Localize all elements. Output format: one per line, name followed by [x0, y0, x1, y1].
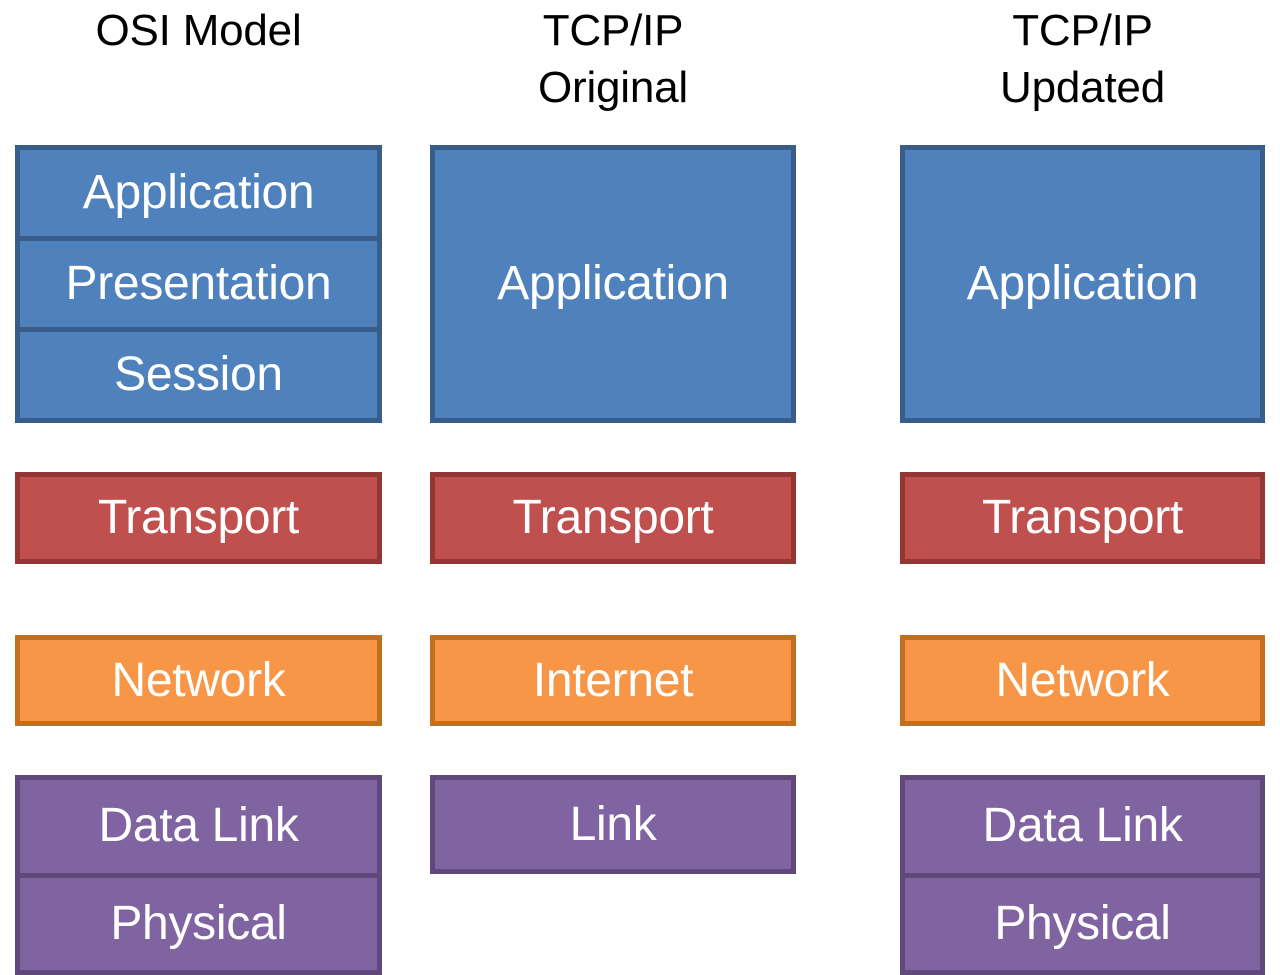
- layer-box-link[interactable]: Link: [569, 797, 657, 851]
- column-header-osi: OSI Model: [95, 6, 302, 55]
- osi-link-group[interactable]: Data Link Physical: [15, 775, 382, 975]
- osi-network-group[interactable]: Network: [15, 635, 382, 726]
- column-header-tcpip-updated: TCP/IP Updated: [1000, 6, 1165, 113]
- tcpip-updated-application-group[interactable]: Application: [900, 145, 1265, 423]
- tcpip-original-internet-group[interactable]: Internet: [430, 635, 796, 726]
- layer-box-application[interactable]: Application: [966, 257, 1199, 310]
- tcpip-original-link-group[interactable]: Link: [430, 775, 796, 874]
- tcpip-original-application-group[interactable]: Application: [430, 145, 796, 423]
- layer-box-internet[interactable]: Internet: [532, 653, 694, 707]
- layer-box-physical[interactable]: Physical: [905, 872, 1260, 971]
- column-header-tcpip-original: TCP/IP Original: [537, 6, 688, 113]
- layer-box-data-link[interactable]: Data Link: [982, 799, 1183, 853]
- osi-application-group[interactable]: Application Presentation Session: [15, 145, 382, 423]
- layer-box-session[interactable]: Session: [20, 327, 377, 418]
- layer-box-transport[interactable]: Transport: [982, 491, 1183, 544]
- tcpip-updated-transport-group[interactable]: Transport: [900, 472, 1265, 564]
- layer-box-transport[interactable]: Transport: [98, 491, 299, 544]
- tcpip-original-transport-group[interactable]: Transport: [430, 472, 796, 564]
- tcpip-updated-link-group[interactable]: Data Link Physical: [900, 775, 1265, 975]
- layer-box-network[interactable]: Network: [995, 653, 1170, 707]
- layer-box-data-link[interactable]: Data Link: [98, 799, 299, 853]
- layer-box-application[interactable]: Application: [82, 166, 315, 219]
- layer-box-physical[interactable]: Physical: [20, 872, 377, 971]
- layer-box-application[interactable]: Application: [497, 257, 729, 310]
- layer-box-presentation[interactable]: Presentation: [20, 236, 377, 327]
- layer-box-transport[interactable]: Transport: [512, 491, 714, 544]
- tcpip-updated-network-group[interactable]: Network: [900, 635, 1265, 726]
- layer-box-network[interactable]: Network: [111, 653, 286, 707]
- osi-transport-group[interactable]: Transport: [15, 472, 382, 564]
